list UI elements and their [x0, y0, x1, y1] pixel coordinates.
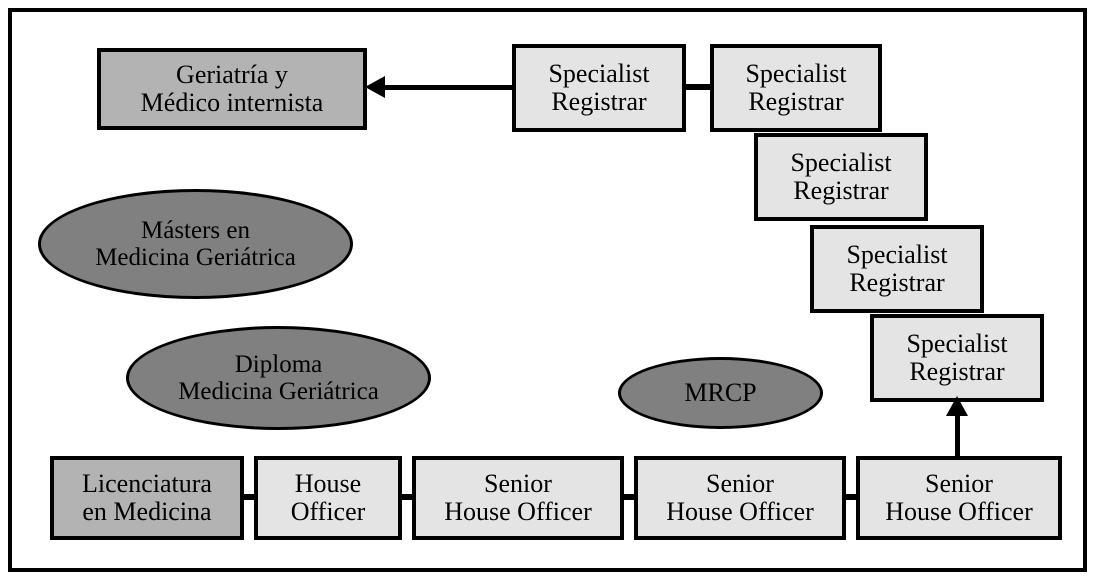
node-mrcp[interactable]: MRCP — [618, 357, 823, 429]
connector-specialist-registrar-top — [686, 84, 712, 90]
arrow-line-to-geriatria — [382, 85, 514, 90]
arrow-head-left-icon — [365, 76, 385, 98]
node-specialist-registrar-stair-2[interactable]: Specialist Registrar — [810, 225, 984, 313]
node-senior-house-officer-2[interactable]: Senior House Officer — [634, 456, 846, 540]
node-licenciatura-en-medicina[interactable]: Licenciatura en Medicina — [50, 456, 244, 540]
arrow-head-up-icon — [946, 396, 968, 416]
node-diploma-medicina-geriatrica[interactable]: Diploma Medicina Geriátrica — [126, 326, 431, 430]
node-senior-house-officer-1[interactable]: Senior House Officer — [412, 456, 624, 540]
arrow-line-sho3-to-specialist-registrar — [955, 402, 960, 458]
connector-house-officer-sho-1 — [400, 494, 414, 500]
node-masters-medicina-geriatrica[interactable]: Másters en Medicina Geriátrica — [38, 189, 353, 299]
connector-sho-2-sho-3 — [844, 494, 858, 500]
connector-sho-1-sho-2 — [622, 494, 636, 500]
node-specialist-registrar-stair-3[interactable]: Specialist Registrar — [870, 314, 1044, 402]
diagram-frame-border — [8, 8, 1087, 572]
node-house-officer[interactable]: House Officer — [254, 456, 402, 540]
node-specialist-registrar-top-1[interactable]: Specialist Registrar — [512, 44, 686, 132]
node-geriatria-medico-internista[interactable]: Geriatría y Médico internista — [97, 48, 367, 130]
node-specialist-registrar-top-2[interactable]: Specialist Registrar — [710, 44, 882, 132]
node-senior-house-officer-3[interactable]: Senior House Officer — [856, 456, 1062, 540]
node-specialist-registrar-stair-1[interactable]: Specialist Registrar — [754, 133, 928, 221]
connector-licenciatura-house-officer — [244, 494, 256, 500]
